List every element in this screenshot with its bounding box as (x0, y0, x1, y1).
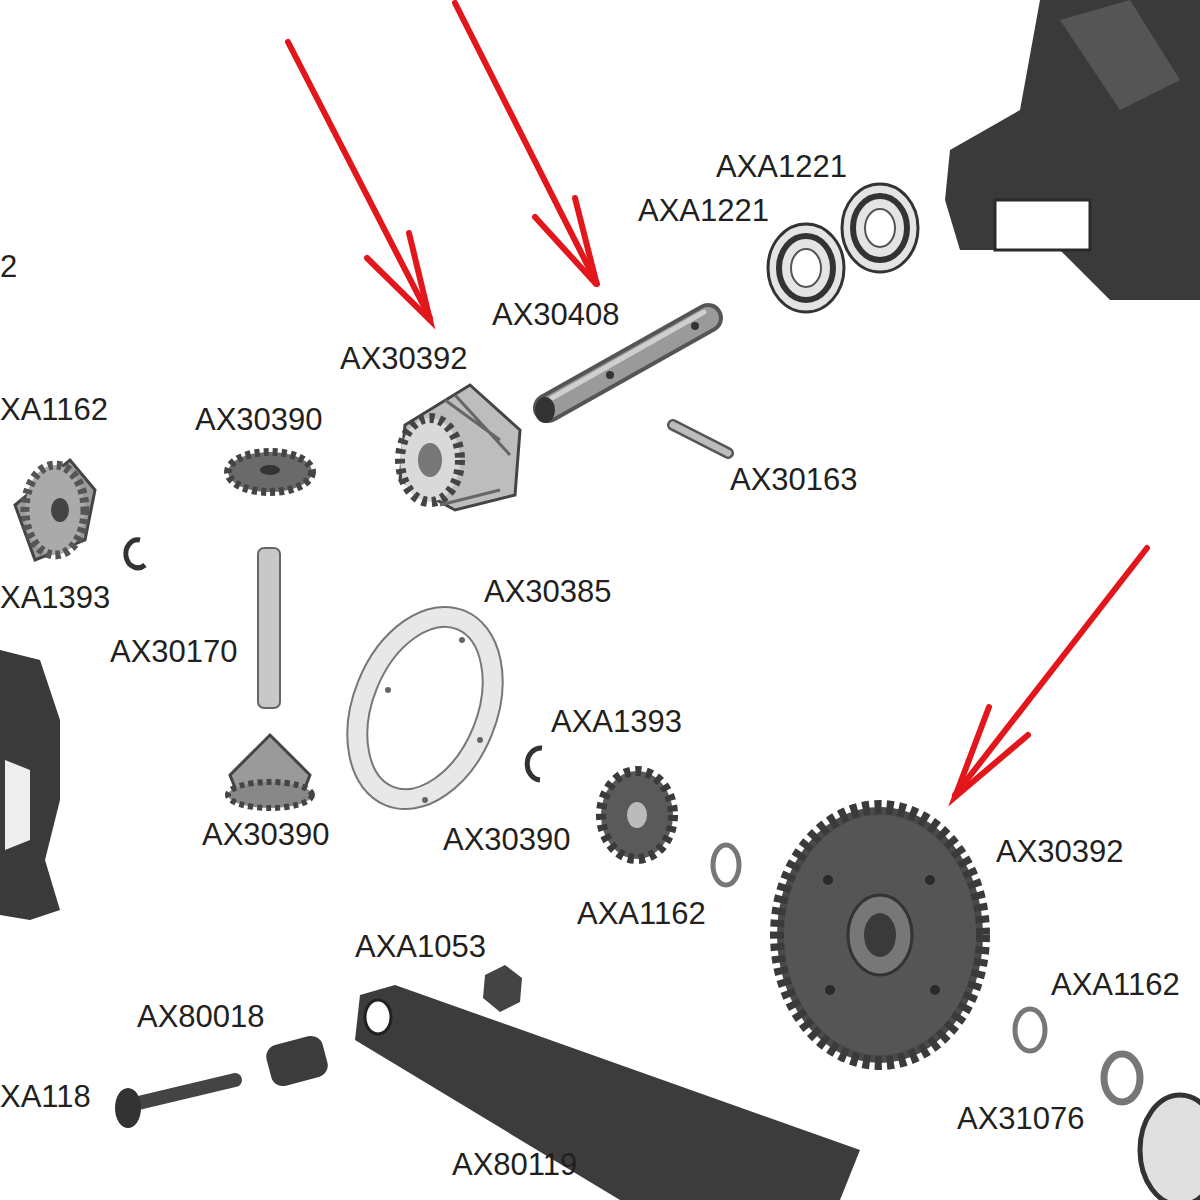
screw (130, 1080, 235, 1105)
e-clip (527, 748, 542, 780)
axle-housing (945, 0, 1200, 300)
part-number: AX30390 (443, 824, 571, 855)
part-number: AXA1221 (716, 151, 847, 182)
part-number: XA1162 (0, 394, 108, 425)
part-number: AX30408 (492, 299, 620, 330)
pointer-arrow (288, 3, 1147, 797)
part-number: AX80119 (452, 1149, 577, 1180)
bushing (264, 1033, 331, 1089)
gasket (332, 597, 518, 820)
part-number: AX30390 (202, 819, 330, 850)
ring-gear (777, 807, 983, 1063)
diff-case (0, 650, 60, 920)
part-number: AXA1221 (638, 195, 769, 226)
side-gear (15, 460, 95, 560)
part-number: AXA1393 (551, 706, 682, 737)
link-arm (355, 985, 860, 1200)
screw (115, 1088, 141, 1128)
nut (483, 965, 522, 1012)
part-number: XA1393 (0, 582, 110, 613)
part-number: AX30163 (730, 464, 858, 495)
part-number: AXA1162 (1051, 969, 1180, 1000)
part-number: AX30170 (110, 636, 238, 667)
part-number: AX30385 (484, 576, 612, 607)
cross-pin (258, 548, 280, 708)
part-number: AX30390 (195, 404, 323, 435)
part-number: AXA1162 (577, 898, 706, 929)
e-clip (126, 540, 145, 568)
part-number: AX30392 (340, 343, 468, 374)
spider-gear (228, 452, 673, 859)
part-number: AX80018 (137, 1001, 265, 1032)
part-number: AX31076 (957, 1103, 1085, 1134)
bearing (1140, 1095, 1200, 1200)
pinion-gear (400, 385, 520, 510)
part-number: 2 (0, 251, 17, 282)
part-number: AXA1053 (355, 931, 486, 962)
part-number: AX30392 (996, 836, 1124, 867)
bearing (768, 184, 918, 312)
pin (673, 425, 728, 453)
part-number: XA118 (0, 1081, 91, 1112)
pin (673, 425, 728, 453)
